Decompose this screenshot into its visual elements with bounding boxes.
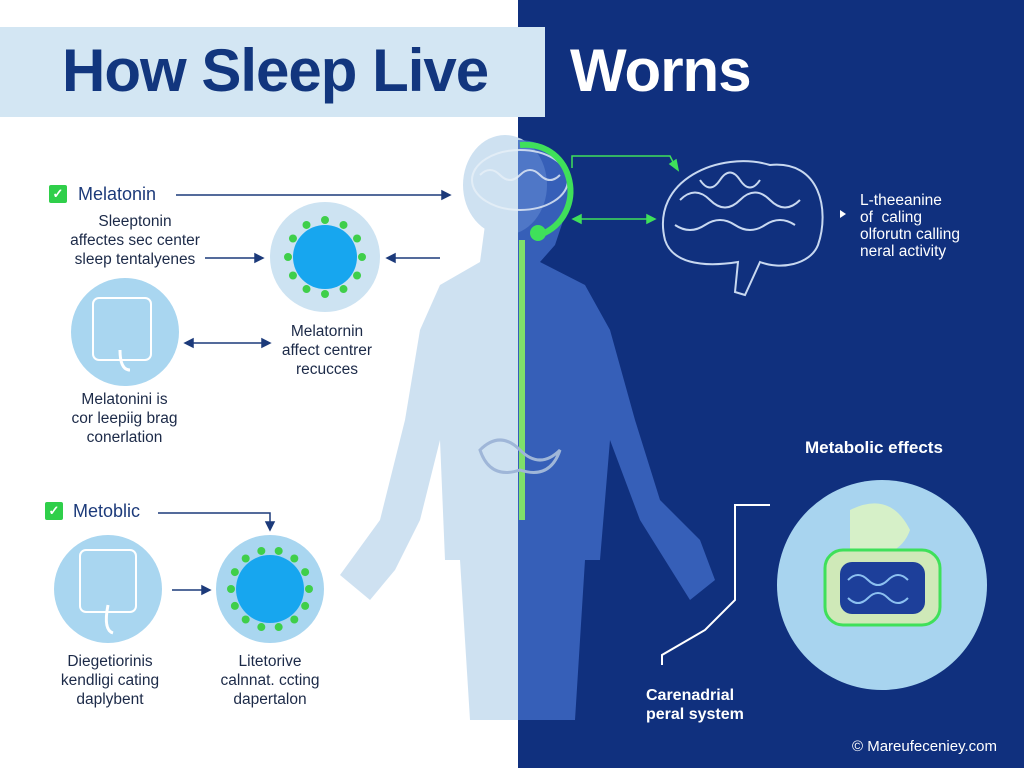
checkmark-icon: ✓ [49,185,67,203]
cell-receptor [241,554,250,563]
cell-receptor [274,546,283,555]
cell-receptor [301,601,310,610]
cell-receptor [321,216,329,224]
metabolic-effects-title: Metabolic effects [805,438,943,457]
checkmark-icon: ✓ [45,502,63,520]
cell-receptor [274,623,283,632]
melatonin-desc: Sleeptonin affectes sec center sleep ten… [70,213,200,268]
cell-receptor [358,253,366,261]
connector-arrows [158,189,452,596]
system-label: Carenadrial peral system [646,687,744,723]
cell-receptor [339,220,348,229]
brain-desc: L-theeanine of caling olforutn calling n… [860,192,960,260]
cell-receptor [301,568,310,577]
metabolic-cell-desc: Litetorive calnnat. ccting dapertalon [220,653,320,708]
system-connector-line [661,504,770,665]
melatonin-center-desc: Melatornin affect centrer recucces [281,323,373,378]
stomach-icon-1 [71,278,179,386]
page-title-part1: How Sleep Live [62,37,489,104]
melatonin-cell-icon [270,202,380,312]
metabolic-stomach-desc: Diegetiorinis kendligi cating daplybent [60,653,160,708]
body-silhouette-right [518,140,715,720]
page-title-part2: Worns [570,37,752,104]
cell-receptor [290,554,299,563]
digestive-system-icon [777,480,987,690]
cell-receptor [230,601,239,610]
cell-receptor [339,285,348,294]
melatonin-label: Melatonin [78,184,157,204]
cell-receptor [353,271,362,280]
copyright: © Mareufeceniey.com [852,738,997,755]
brain-icon [662,160,824,297]
metabolic-label: Metoblic [73,501,141,521]
cell-receptor [257,623,266,632]
green-arrows [571,155,680,225]
cell-receptor [284,253,292,261]
triangle-bullet-icon [840,210,846,218]
cell-receptor [241,615,250,624]
green-neural-arc [519,141,574,238]
melatonin-stomach-desc: Melatonini is cor leepiig brag conerlati… [71,391,178,446]
body-silhouette-left [340,135,547,720]
stomach-icon-2 [54,535,162,643]
cell-receptor [290,615,299,624]
cell-receptor [227,585,235,593]
cell-receptor [353,234,362,243]
cell-receptor [288,234,297,243]
cell-receptor [302,220,311,229]
cell-receptor [302,285,311,294]
cell-receptor [257,546,266,555]
intestine-illustration [478,438,562,474]
title-banner [0,27,545,117]
cell-receptor [321,290,329,298]
metabolic-cell-icon [216,535,324,643]
cell-receptor [305,585,313,593]
cell-receptor [230,568,239,577]
cell-receptor [288,271,297,280]
